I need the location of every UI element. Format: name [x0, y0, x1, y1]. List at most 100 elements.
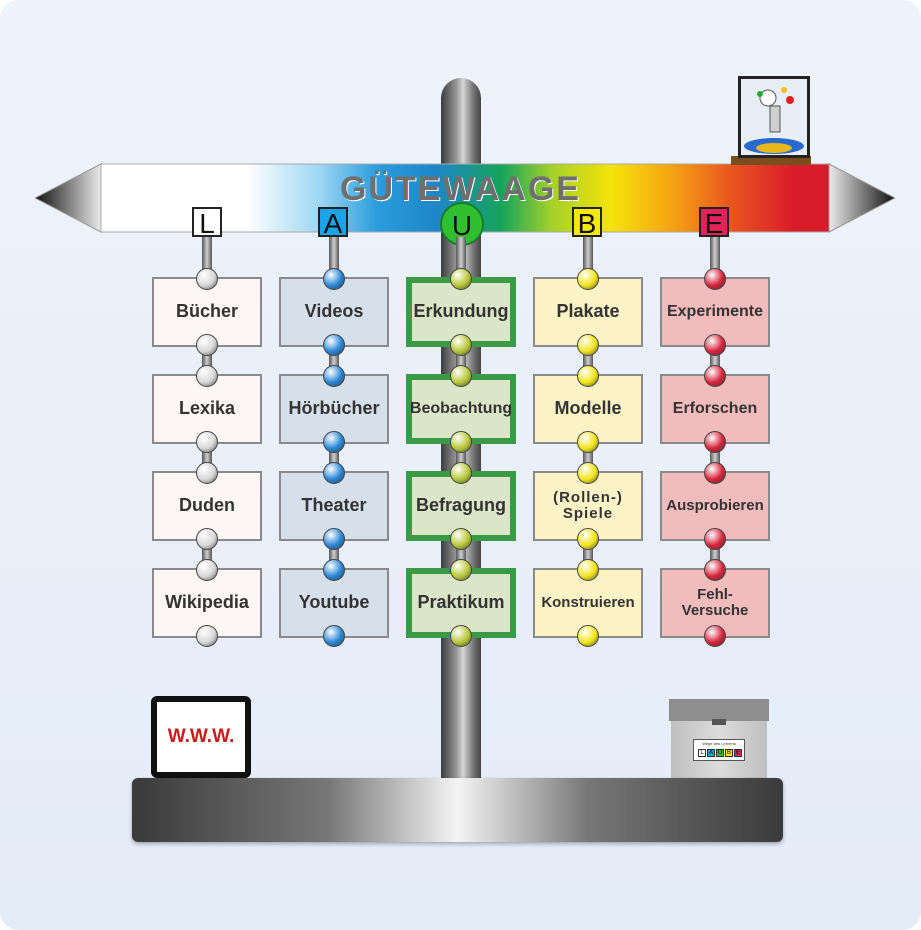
hook-knob: [704, 365, 726, 387]
method-card-label: Beobachtung: [409, 400, 513, 418]
hook-knob: [450, 431, 472, 453]
hook-knob: [323, 334, 345, 356]
hook-knob: [577, 559, 599, 581]
method-card-label: Praktikum: [417, 592, 505, 613]
connector-rod: [583, 237, 593, 277]
hook-knob: [577, 334, 599, 356]
connector-rod: [710, 537, 720, 573]
method-card-label: Videos: [304, 301, 364, 322]
method-card-label: Konstruieren: [541, 593, 635, 611]
connector-rod: [329, 537, 339, 573]
hook-knob: [450, 334, 472, 356]
tablet-screen-label: W.W.W.: [157, 702, 245, 772]
hook-knob: [577, 462, 599, 484]
method-card-label: Erforschen: [672, 400, 758, 418]
method-card-label: Duden: [179, 495, 235, 516]
hook-knob: [196, 559, 218, 581]
method-card-label: Youtube: [298, 592, 370, 613]
method-card-label: Plakate: [556, 301, 620, 322]
hook-knob: [323, 528, 345, 550]
connector-rod: [329, 343, 339, 379]
connector-rod: [583, 440, 593, 476]
hook-knob: [196, 365, 218, 387]
letter-box-a: A: [318, 207, 348, 239]
hook-knob: [704, 559, 726, 581]
scale-title: GÜTEWAAGE: [340, 170, 581, 208]
hook-knob: [450, 528, 472, 550]
connector-rod: [329, 440, 339, 476]
hook-knob: [704, 334, 726, 356]
connector-rod: [583, 537, 593, 573]
letter-box-b: B: [572, 207, 602, 239]
hook-knob: [450, 462, 472, 484]
hook-knob: [323, 365, 345, 387]
box-square-u: U: [716, 749, 724, 757]
connector-rod: [710, 237, 720, 277]
hook-knob: [577, 625, 599, 647]
hook-knob: [577, 528, 599, 550]
method-card-label: Wikipedia: [165, 592, 249, 613]
picture-stand: [731, 156, 811, 165]
box-square-b: B: [725, 749, 733, 757]
hook-knob: [704, 268, 726, 290]
letter-box-e: E: [699, 207, 729, 239]
method-card-label: Modelle: [554, 398, 622, 419]
method-card-label: Fehl- Versuche: [681, 585, 749, 619]
connector-rod: [202, 343, 212, 379]
hook-knob: [196, 462, 218, 484]
hook-knob: [196, 334, 218, 356]
connector-rod: [456, 237, 466, 277]
hook-knob: [323, 462, 345, 484]
hook-knob: [704, 625, 726, 647]
hook-knob: [196, 268, 218, 290]
box-lid: [669, 699, 769, 721]
hook-knob: [196, 625, 218, 647]
method-card-label: Theater: [301, 495, 367, 516]
hook-knob: [577, 268, 599, 290]
method-card-label: Befragung: [416, 495, 506, 516]
method-card-label: Hörbücher: [288, 398, 380, 419]
framed-picture-icon: [738, 76, 810, 158]
connector-rod: [456, 440, 466, 476]
hook-knob: [323, 431, 345, 453]
hook-knob: [450, 365, 472, 387]
hook-knob: [450, 625, 472, 647]
hook-knob: [577, 365, 599, 387]
hook-knob: [450, 268, 472, 290]
hook-knob: [323, 559, 345, 581]
hook-knob: [323, 268, 345, 290]
box-label-text: Wege des Lernens: [702, 741, 736, 746]
scale-base: [132, 778, 783, 842]
hook-knob: [704, 431, 726, 453]
hook-knob: [196, 431, 218, 453]
connector-rod: [329, 237, 339, 277]
hook-knob: [704, 528, 726, 550]
connector-rod: [456, 537, 466, 573]
connector-rod: [202, 237, 212, 277]
box-handle: [712, 719, 726, 725]
connector-rod: [710, 440, 720, 476]
hook-knob: [577, 431, 599, 453]
method-card-label: Lexika: [178, 398, 236, 419]
box-square-a: A: [707, 749, 715, 757]
hook-knob: [450, 559, 472, 581]
method-card-label: Experimente: [666, 303, 764, 321]
method-card-label: (Rollen-) Spiele: [553, 488, 623, 522]
connector-rod: [710, 343, 720, 379]
box-square-e: E: [734, 749, 742, 757]
hook-knob: [196, 528, 218, 550]
connector-rod: [202, 440, 212, 476]
connector-rod: [583, 343, 593, 379]
connector-rod: [202, 537, 212, 573]
connector-rod: [456, 343, 466, 379]
tablet-device: W.W.W.: [151, 696, 251, 778]
box-square-l: L: [698, 749, 706, 757]
letter-box-l: L: [192, 207, 222, 239]
method-card-label: Ausprobieren: [666, 496, 764, 514]
method-card-label: Erkundung: [413, 301, 509, 322]
hook-knob: [323, 625, 345, 647]
